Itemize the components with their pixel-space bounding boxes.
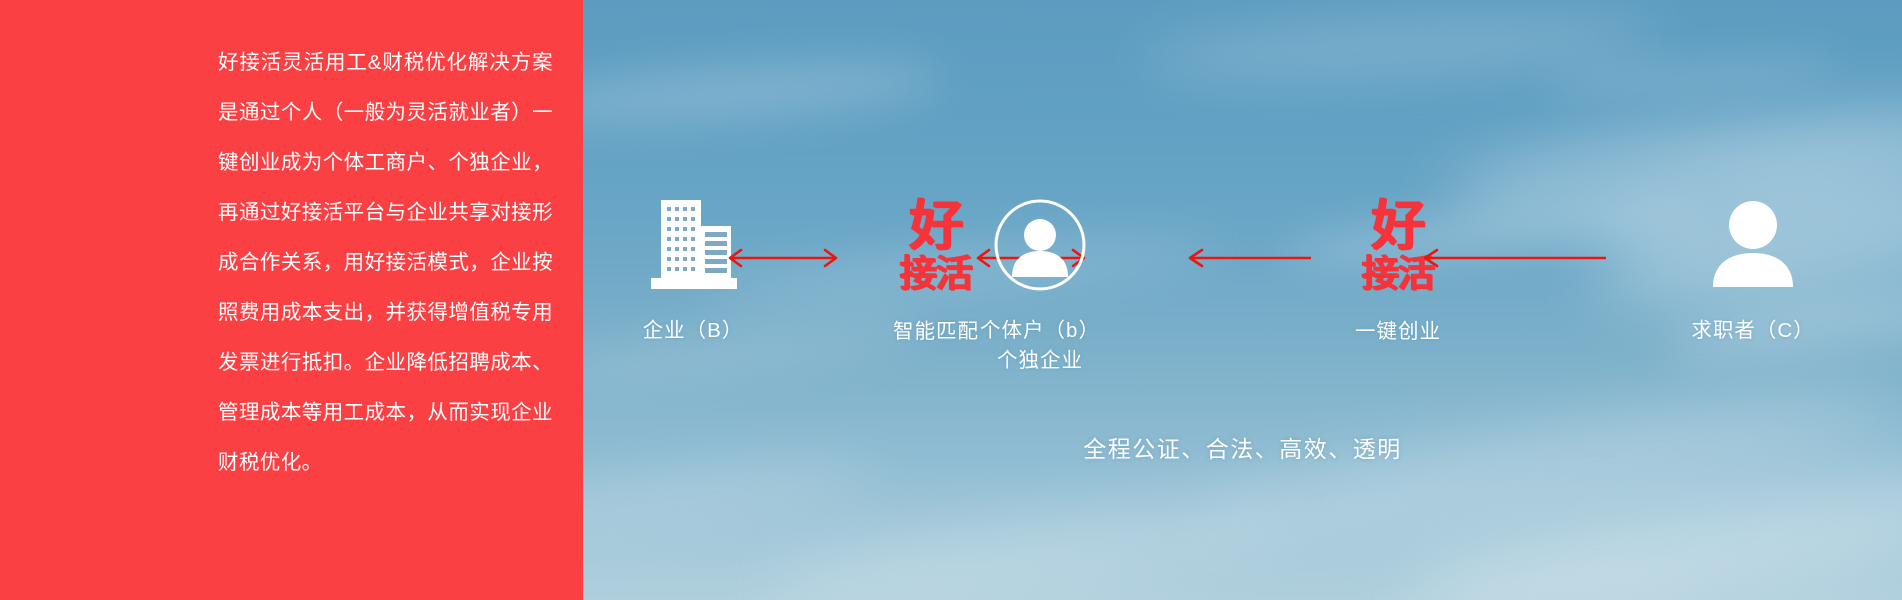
logo-char-bottom: 接活 (1362, 251, 1435, 295)
sky-background-panel: 企业（B） 好 接活 智能匹配 (583, 0, 1902, 600)
double-head-arrow-icon (728, 248, 838, 268)
flow-bottom-caption: 全程公证、合法、高效、透明 (1083, 436, 1402, 462)
flow-node-brand-match[interactable]: 好 接活 智能匹配 (831, 190, 1041, 344)
arrow-enterprise-brand (723, 245, 843, 271)
person-solid-icon (1713, 201, 1793, 287)
arrow-individual-brand2 (1183, 245, 1313, 271)
logo-char-top: 好 (1371, 193, 1426, 257)
node-art (1603, 190, 1902, 300)
left-arrow-icon (1188, 248, 1311, 268)
flow-node-individual-business[interactable]: 个体户（b） 个独企业 (815, 190, 1265, 376)
node-label-enterprise: 企业（B） (642, 319, 744, 342)
node-label-individual-business: 个体户（b） (980, 319, 1100, 342)
left-red-panel: 好接活灵活用工&财税优化解决方案是通过个人（一般为灵活就业者）一键创业成为个体工… (0, 0, 583, 600)
office-building-icon (651, 200, 737, 289)
node-art (583, 190, 803, 300)
haojiehuo-logo: 好 接活 (1293, 190, 1503, 300)
node-label-individual-business-line2: 个独企业 (997, 349, 1083, 372)
logo-char-top: 好 (909, 193, 964, 257)
haojiehuo-logo: 好 接活 (831, 190, 1041, 300)
left-arrow-icon (1423, 248, 1606, 268)
node-label-brand-startup: 一键创业 (1355, 320, 1441, 343)
flow-node-enterprise[interactable]: 企业（B） (583, 190, 803, 346)
solution-description-paragraph: 好接活灵活用工&财税优化解决方案是通过个人（一般为灵活就业者）一键创业成为个体工… (218, 51, 553, 474)
node-label-job-seeker: 求职者（C） (1691, 319, 1815, 342)
node-label-brand-match: 智能匹配 (893, 320, 979, 343)
process-flow-row: 企业（B） 好 接活 智能匹配 (583, 0, 1902, 600)
node-art (815, 190, 1265, 300)
person-circle-icon (994, 199, 1086, 291)
flow-node-brand-startup[interactable]: 好 接活 一键创业 (1293, 190, 1503, 344)
logo-char-bottom: 接活 (900, 251, 973, 295)
flow-node-job-seeker[interactable]: 求职者（C） (1603, 190, 1902, 346)
arrow-brand2-seeker (1418, 245, 1608, 271)
